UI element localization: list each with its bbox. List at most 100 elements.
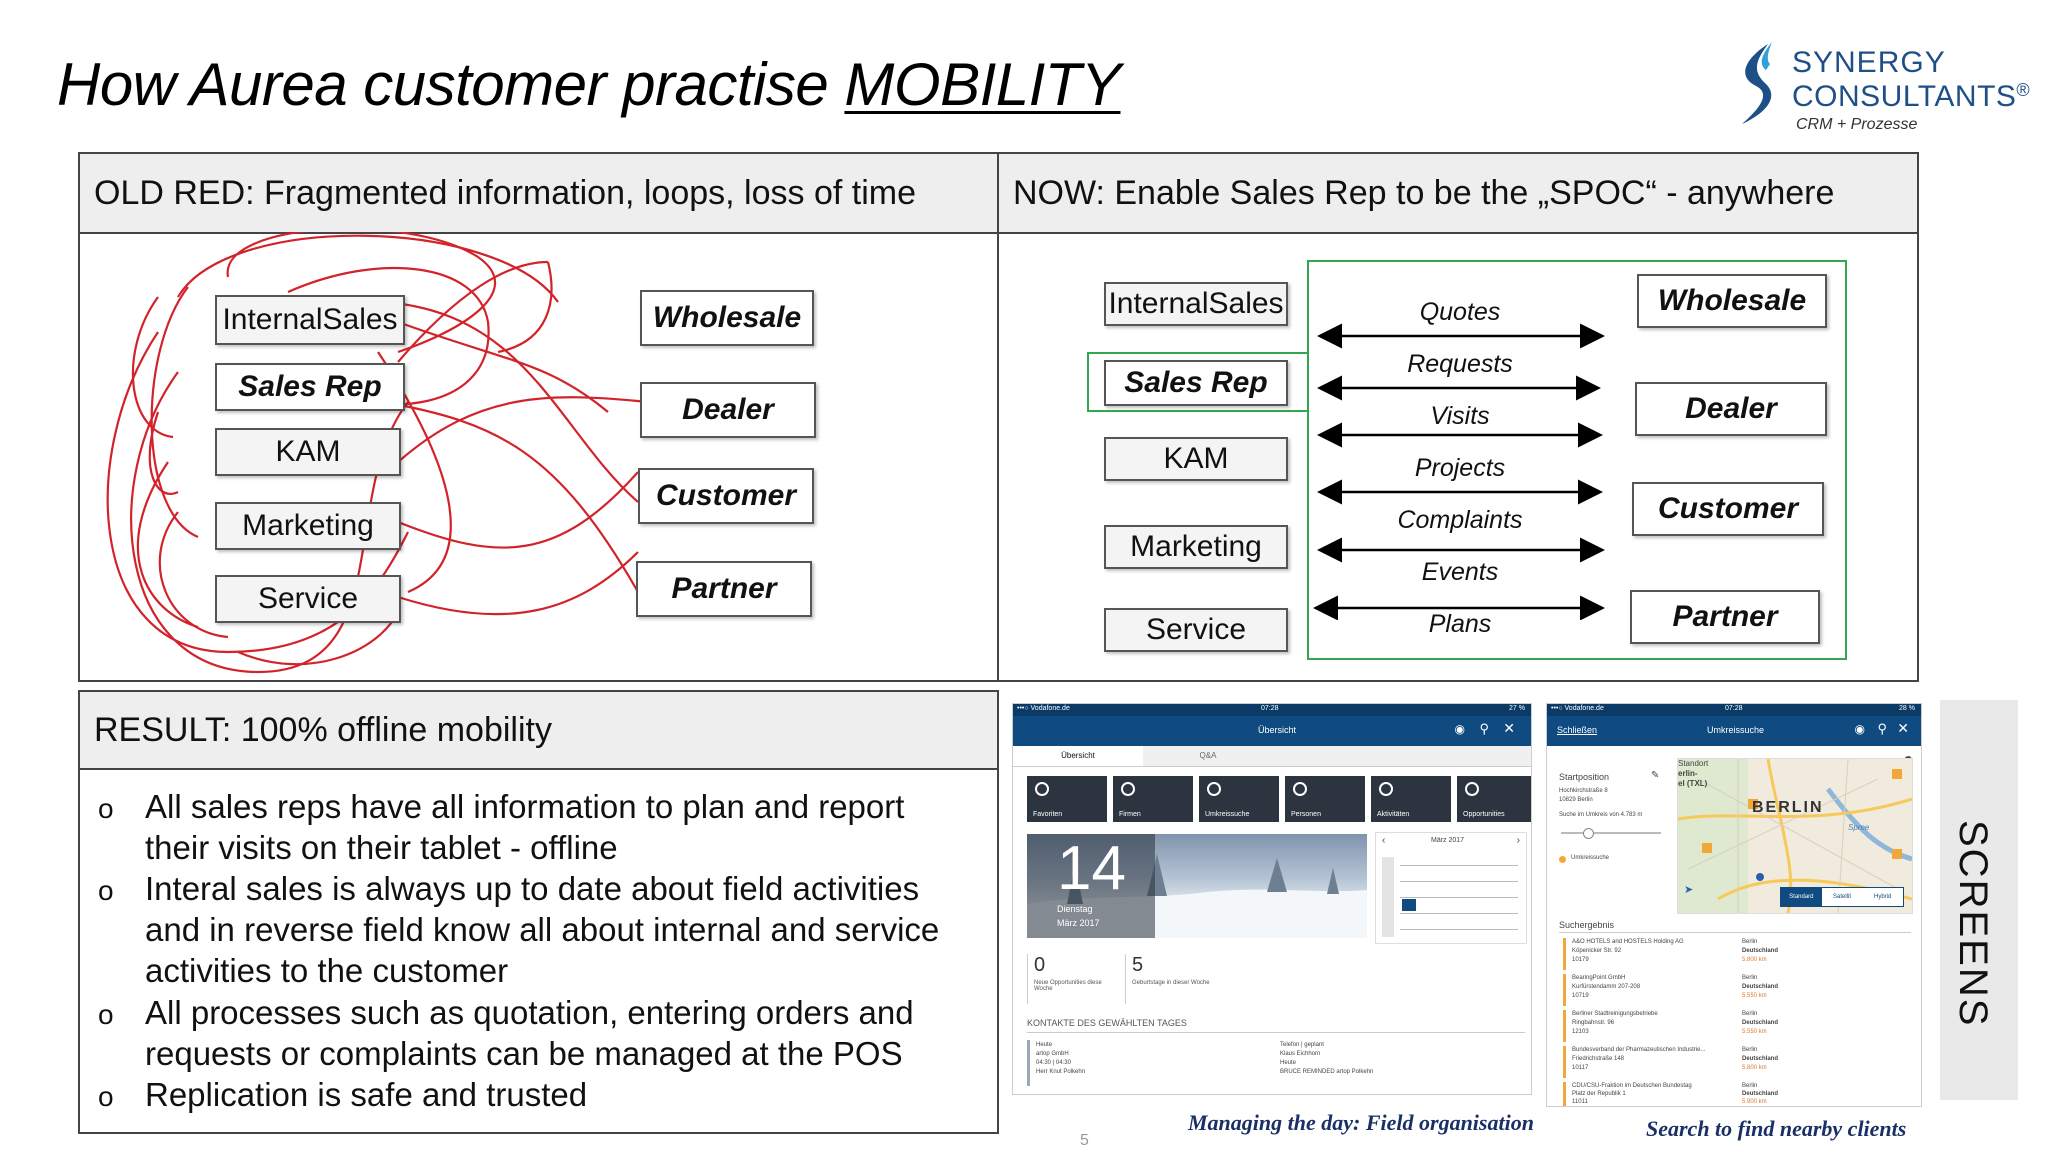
bullet-marker: o: [98, 793, 114, 824]
result-name: Bundesverband der Pharmazeutischen Indus…: [1572, 1047, 1706, 1053]
result-row[interactable]: Berliner Stadtreinigungsbetriebe Ringbah…: [1563, 1010, 1903, 1042]
now-box-internalsales: InternalSales: [1104, 282, 1288, 326]
tile-label: Umkreissuche: [1205, 811, 1250, 818]
result-address: Friedrichstraße 148: [1572, 1056, 1625, 1062]
tile-firmen[interactable]: Firmen: [1113, 776, 1193, 822]
result-name: Berliner Stadtreinigungsbetriebe: [1572, 1011, 1658, 1017]
now-box-service: Service: [1104, 608, 1288, 652]
title-emphasis: MOBILITY: [844, 51, 1121, 118]
title-prefix: How Aurea customer practise: [57, 51, 845, 118]
result-name: BearingPoint GmbH: [1572, 975, 1626, 981]
screen-nearby-search: •••○ Vodafone.de 07:28 28 % Schließen Um…: [1546, 703, 1922, 1107]
close-link[interactable]: Schließen: [1557, 725, 1598, 735]
map-view[interactable]: Standort erlin- el (TXL) BERLIN Spree ➤ …: [1677, 758, 1913, 914]
result-address: Kurfürstendamm 207-208: [1572, 984, 1641, 990]
flow-complaints: Complaints: [1397, 506, 1523, 534]
bullet-line: Replication is safe and trusted: [145, 1076, 588, 1113]
tile-umkreissuche[interactable]: Umkreissuche: [1199, 776, 1279, 822]
tile-favoriten[interactable]: Favoriten: [1027, 776, 1107, 822]
tile-aktivitaeten[interactable]: Aktivitäten: [1371, 776, 1451, 822]
result-address: Platz der Republik 1: [1572, 1091, 1626, 1097]
tile-personen[interactable]: Personen: [1285, 776, 1365, 822]
contact-cell: Klaus Eichhorn: [1280, 1051, 1321, 1057]
result-address: Köpenicker Str. 92: [1572, 948, 1622, 954]
stat-value: 5: [1132, 954, 1144, 976]
person-icon: [1293, 782, 1307, 796]
screens-side-label: SCREENS: [1940, 700, 2018, 1100]
clock-icon[interactable]: ◉: [1854, 722, 1865, 736]
cloud-icon[interactable]: ☁: [1902, 751, 1913, 763]
status-bar: •••○ Vodafone.de 07:28 27 %: [1013, 704, 1531, 716]
result-distance: 5.900 km: [1742, 1099, 1767, 1105]
result-name: CDU/CSU-Fraktion im Deutschen Bundestag: [1572, 1083, 1692, 1089]
battery-label: 27 %: [1509, 705, 1525, 712]
result-name: A&O HOTELS and HOSTELS Holding AG: [1572, 939, 1684, 945]
mini-calendar[interactable]: ‹ März 2017 ›: [1375, 832, 1527, 944]
bullet-line: requests or complaints can be managed at…: [145, 1035, 903, 1072]
now-box-wholesale: Wholesale: [1637, 274, 1827, 328]
calendar-prev-icon[interactable]: ‹: [1382, 835, 1386, 846]
result-country: Deutschland: [1742, 1091, 1779, 1097]
result-row[interactable]: BearingPoint GmbH Kurfürstendamm 207-208…: [1563, 974, 1903, 1006]
contact-cell: artop GmbH: [1036, 1051, 1069, 1057]
winter-photo: 14 Dienstag März 2017: [1027, 834, 1367, 938]
map-type-hybrid[interactable]: Hybrid: [1874, 894, 1892, 900]
map-type-standard[interactable]: Standard: [1781, 888, 1822, 906]
search-icon[interactable]: ⚲: [1479, 721, 1489, 736]
tab-uebersicht[interactable]: Übersicht: [1013, 746, 1143, 766]
result-distance: 5.800 km: [1742, 1065, 1767, 1071]
clock-label: 07:28: [1725, 705, 1743, 712]
clock-icon[interactable]: ◉: [1454, 722, 1465, 736]
result-row[interactable]: Bundesverband der Pharmazeutischen Indus…: [1563, 1046, 1903, 1078]
status-bar: •••○ Vodafone.de 07:28 28 %: [1547, 704, 1921, 716]
app-nav-bar: Übersicht ◉ ⚲ ✕: [1013, 716, 1531, 746]
date-overlay: 14 Dienstag März 2017: [1027, 834, 1155, 938]
tile-opportunities[interactable]: Opportunities: [1457, 776, 1531, 822]
nav-title: Übersicht: [1258, 725, 1297, 735]
close-icon[interactable]: ✕: [1503, 720, 1515, 736]
map-type-satellite[interactable]: Satellit: [1833, 894, 1852, 900]
clock-label: 07:28: [1261, 705, 1279, 712]
star-icon: [1035, 782, 1049, 796]
old-box-dealer: Dealer: [640, 382, 816, 438]
search-icon[interactable]: ⚲: [1877, 721, 1887, 736]
bullet-line: All sales reps have all information to p…: [145, 788, 905, 825]
building-icon: [1121, 782, 1135, 796]
old-box-sales-rep: Sales Rep: [215, 363, 405, 411]
result-city: Berlin: [1742, 1011, 1758, 1017]
tab-qa[interactable]: Q&A: [1199, 751, 1217, 760]
caption-field-organisation: Managing the day: Field organisation: [1188, 1110, 1534, 1135]
map-river-label: Spree: [1848, 823, 1870, 832]
tile-label: Personen: [1291, 811, 1321, 818]
result-distance: 5.550 km: [1742, 993, 1767, 999]
edit-icon[interactable]: ✎: [1651, 770, 1660, 781]
stat-opportunities: 0 Neue Opportunities diese Woche: [1027, 954, 1108, 1004]
stat-label: Neue Opportunities diese Woche: [1034, 980, 1102, 992]
now-box-dealer: Dealer: [1635, 382, 1827, 436]
result-country: Deutschland: [1742, 948, 1779, 954]
flow-arrows: [1313, 323, 1605, 620]
result-country: Deutschland: [1742, 984, 1779, 990]
close-icon[interactable]: ✕: [1897, 720, 1909, 736]
old-box-partner: Partner: [636, 561, 812, 617]
bullet-line: activities to the customer: [145, 952, 509, 989]
map-label: erlin-: [1678, 769, 1698, 778]
result-row[interactable]: CDU/CSU-Fraktion im Deutschen Bundestag …: [1563, 1082, 1903, 1106]
locate-icon[interactable]: ➤: [1684, 884, 1694, 896]
map-city-label: BERLIN: [1752, 799, 1824, 816]
result-distance: 5.800 km: [1742, 957, 1767, 963]
slider-handle[interactable]: [1583, 828, 1594, 839]
stat-value: 0: [1034, 954, 1046, 976]
old-box-marketing: Marketing: [215, 502, 401, 550]
bullet-line: their visits on their tablet - offline: [145, 829, 618, 866]
map-type-switch[interactable]: Standard Satellit Hybrid: [1780, 887, 1904, 907]
stat-birthdays: 5 Geburtstage in dieser Woche: [1125, 954, 1216, 1004]
radius-slider[interactable]: [1561, 828, 1661, 839]
start-label: Startposition: [1559, 772, 1610, 782]
result-row[interactable]: A&O HOTELS and HOSTELS Holding AG Köpeni…: [1563, 938, 1903, 970]
calendar-next-icon[interactable]: ›: [1516, 835, 1520, 846]
tile-label: Opportunities: [1463, 811, 1505, 818]
start-address: Hochkirchstraße 8: [1559, 788, 1608, 794]
contact-row[interactable]: Heute artop GmbH 04:30 | 04:30 Herr Knut…: [1027, 1040, 1525, 1086]
old-panel-header: OLD RED: Fragmented information, loops, …: [80, 154, 997, 234]
